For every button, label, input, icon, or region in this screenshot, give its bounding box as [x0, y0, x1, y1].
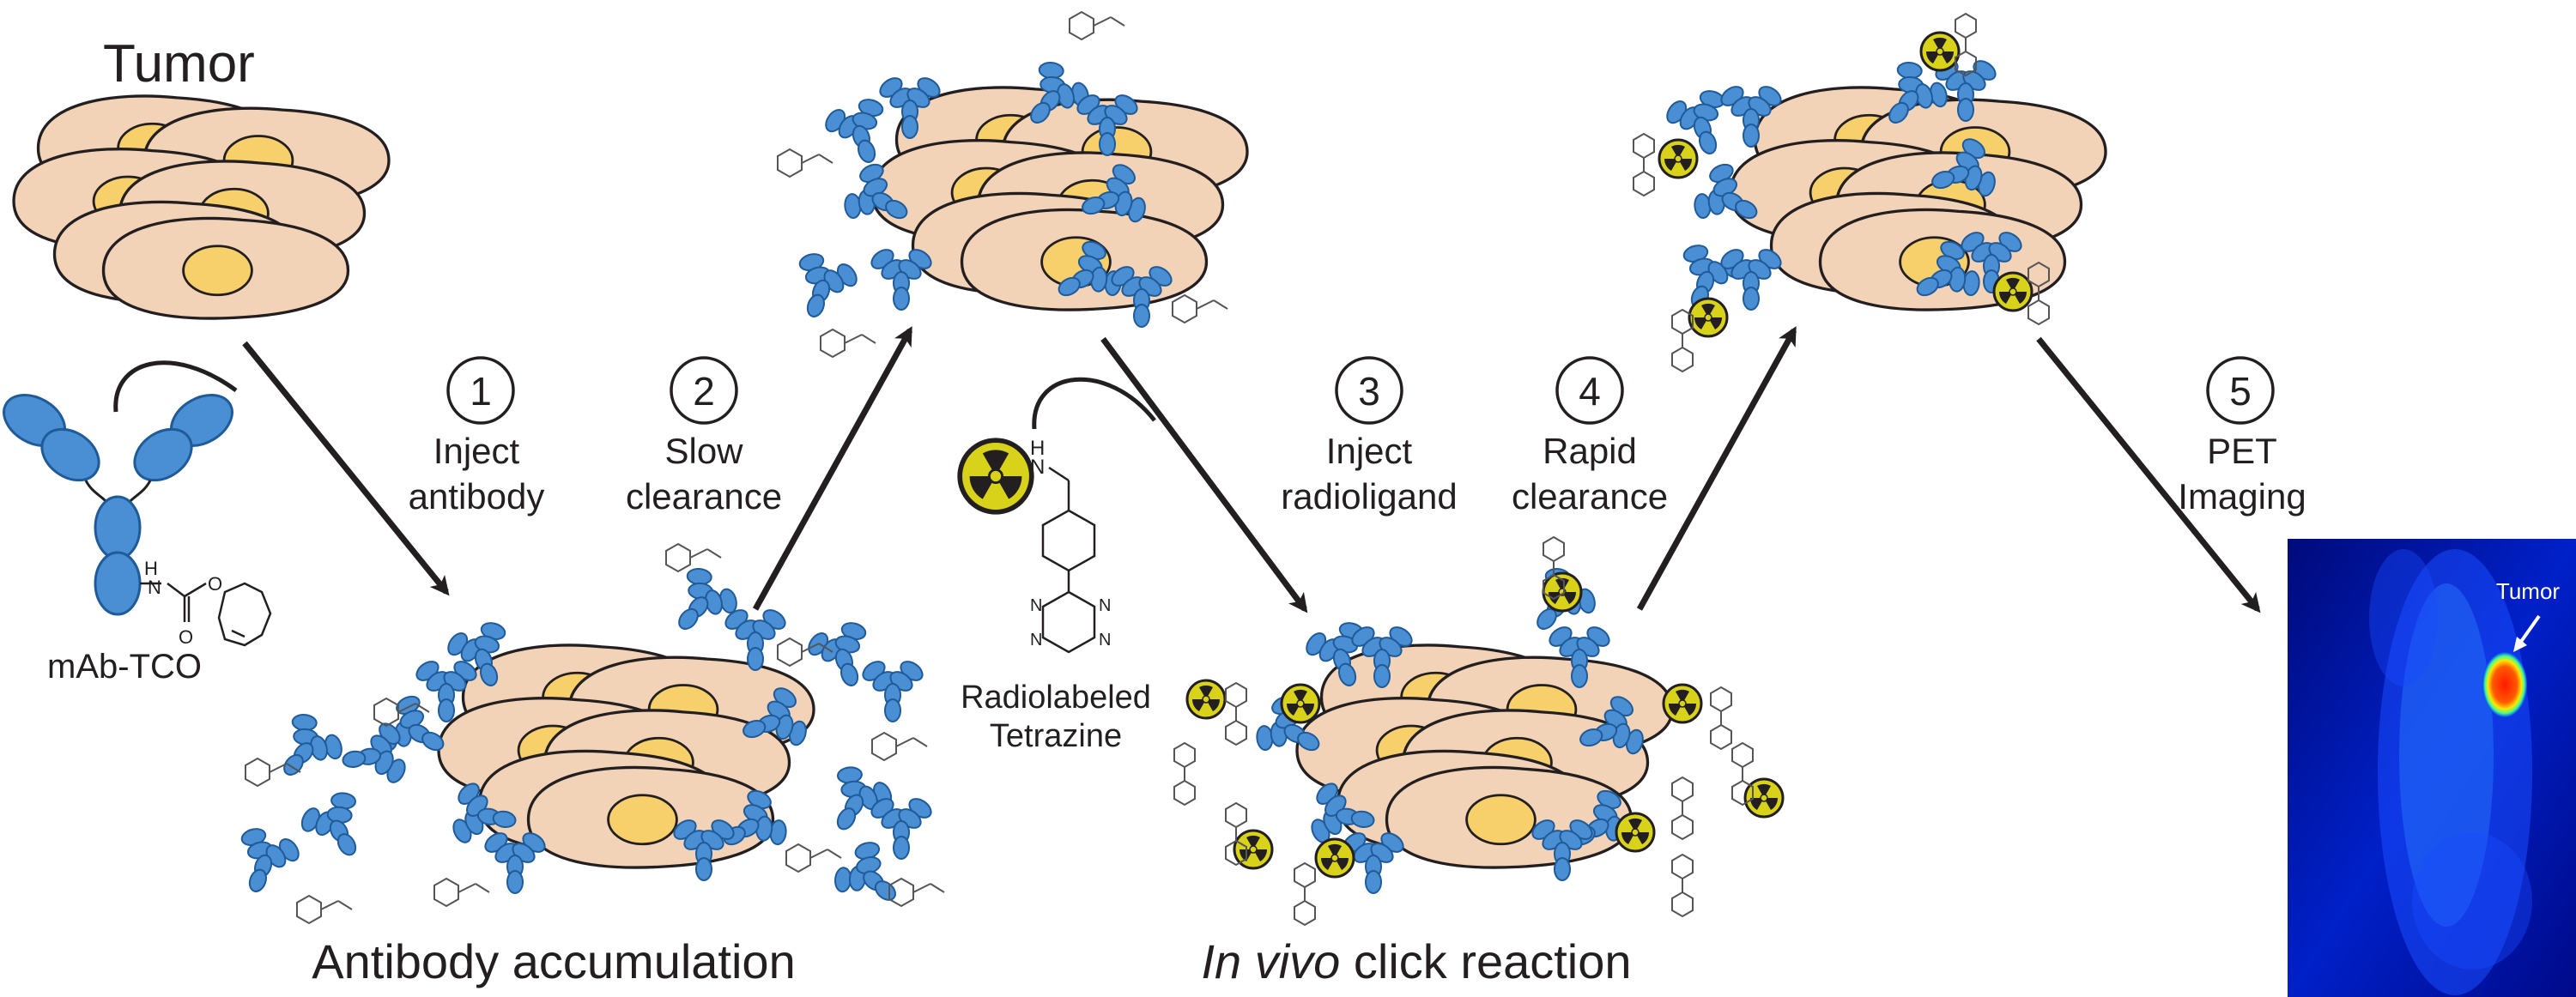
step-1: 1 Inject antibody [409, 356, 545, 517]
svg-text:N: N [1099, 596, 1111, 615]
tumor-cell-cluster-after-slow-clearance [872, 88, 1247, 310]
tetrazine-structure-icon [1041, 466, 1096, 654]
title-tumor: Tumor [103, 34, 255, 94]
curve-arrow-radioligand [1032, 377, 1156, 430]
label-radioligand-line2: Tetrazine [990, 718, 1122, 754]
curve-arrow-antibody [113, 360, 238, 413]
svg-text:N: N [1030, 596, 1042, 615]
step-2-number: 2 [693, 369, 715, 414]
label-click-reaction: In vivo click reaction [1201, 934, 1631, 988]
antibody-icon [3, 394, 233, 616]
label-click-italic: In vivo [1201, 934, 1340, 988]
step-5-line2: Imaging [2178, 476, 2306, 517]
tco-structure-icon: H N O O [140, 558, 272, 648]
label-radioligand-line1: Radiolabeled [961, 680, 1151, 716]
svg-text:H: H [1030, 437, 1045, 460]
step-3: 3 Inject radioligand [1281, 356, 1458, 517]
step-3-line2: radioligand [1281, 476, 1458, 517]
label-mab-tco: mAb-TCO [47, 648, 202, 686]
tumor-hotspot [2482, 652, 2527, 717]
svg-text:H: H [144, 558, 158, 579]
step-5: 5 PET Imaging [2178, 356, 2306, 517]
svg-text:N: N [148, 577, 161, 598]
step-4: 4 Rapid clearance [1512, 356, 1668, 517]
pet-tumor-label: Tumor [2496, 578, 2560, 604]
step-3-number: 3 [1358, 369, 1380, 414]
step-1-line2: antibody [409, 476, 545, 517]
tumor-cell-cluster-icon [14, 96, 389, 318]
step-1-line1: Inject [433, 431, 520, 471]
label-antibody-accumulation: Antibody accumulation [312, 934, 795, 988]
step-4-number: 4 [1579, 369, 1601, 414]
step-4-line1: Rapid [1543, 431, 1637, 471]
arrow-step-4 [1636, 326, 1797, 611]
arrow-step-2 [752, 326, 913, 611]
pet-scan-image: Tumor [2288, 539, 2576, 997]
step-5-number: 5 [2229, 369, 2252, 414]
step-2: 2 Slow clearance [626, 356, 782, 517]
label-click-rest: click reaction [1340, 934, 1631, 988]
arrow-step-5 [2036, 336, 2261, 613]
radioligand-structure: H N N N N N [960, 437, 1111, 654]
svg-text:N: N [1030, 456, 1045, 479]
svg-text:N: N [1099, 631, 1111, 650]
arrow-step-1 [242, 341, 450, 596]
tumor-pointer-arrow [2517, 614, 2541, 647]
svg-text:O: O [179, 626, 193, 648]
step-2-line2: clearance [626, 476, 782, 517]
step-5-line1: PET [2207, 431, 2277, 471]
step-3-line1: Inject [1326, 431, 1413, 471]
arrow-step-3 [1100, 336, 1308, 613]
svg-text:O: O [208, 573, 222, 595]
step-2-line1: Slow [664, 431, 743, 471]
svg-text:N: N [1030, 631, 1042, 650]
step-1-number: 1 [470, 369, 492, 414]
step-4-line2: clearance [1512, 476, 1668, 517]
